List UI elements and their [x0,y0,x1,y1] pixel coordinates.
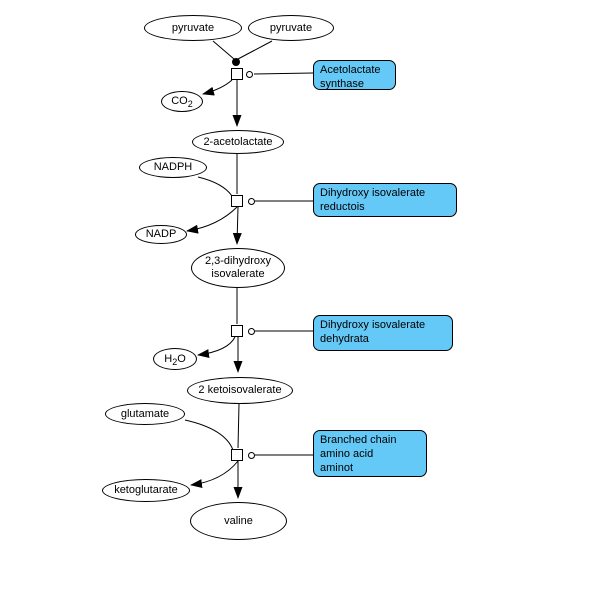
reaction1-modifier-port[interactable] [246,71,253,78]
species-nadph[interactable]: NADPH [139,157,207,178]
reaction2-modifier-port[interactable] [248,198,255,205]
species-ketoglutarate[interactable]: ketoglutarate [102,479,190,502]
species-label: NADP [145,228,177,240]
species-2-acetolactate[interactable]: 2-acetolactate [192,130,284,154]
edge-ketoisovalerate-to-reaction4 [237,403,240,449]
species-pyruvate-1[interactable]: pyruvate [144,15,242,41]
edge-pyruvate1-to-reaction1 [212,40,235,60]
h2o-o-text: O [177,352,186,365]
species-label: pyruvate [269,21,313,34]
edge-reaction2-to-nadp-arrow [186,206,238,234]
species-label: ketoglutarate [114,484,178,496]
h2o-subscript: 2 [172,356,178,367]
reaction3-node[interactable] [231,325,243,337]
edge-reaction4-to-ketoglutarate-arrow [190,460,239,489]
enzyme-dihydroxy-isovalerate-reductois[interactable]: Dihydroxy isovalerate reductois [313,183,457,217]
enzyme-label-line2: reductois [320,201,365,213]
enzyme-label-line1: Dihydroxy isovalerate [320,319,426,331]
enzyme-label-line1: Branched chain [320,434,397,446]
co2-subscript: 2 [187,99,193,110]
species-label: 2-acetolactate [203,135,273,148]
species-label-line1: 2,3-dihydroxy [204,255,272,267]
species-h2o[interactable]: H2O [153,348,197,370]
species-label: NADPH [153,161,193,173]
reaction1-junction-dot [232,58,240,66]
reaction1-node[interactable] [231,68,243,80]
species-valine[interactable]: valine [190,502,287,540]
co2-text: CO [171,95,188,107]
species-label: 2 ketoisovalerate [198,384,282,396]
species-label: valine [224,514,253,527]
reaction4-modifier-port[interactable] [248,452,255,459]
edge-reaction1-to-co2-arrow [202,79,233,96]
species-2-ketoisovalerate[interactable]: 2 ketoisovalerate [187,377,293,404]
reaction4-node[interactable] [231,449,243,461]
enzyme-label-line2: dehydrata [320,333,369,345]
species-pyruvate-2[interactable]: pyruvate [248,15,334,41]
h2o-h-text: H [164,352,173,365]
enzyme-branched-chain-aminotransferase[interactable]: Branched chain amino acid aminot [313,430,427,477]
species-label: H2O [164,352,186,367]
species-label: CO2 [171,95,193,110]
edge-reaction2-to-dihydroxy-arrow [232,206,242,245]
species-label: glutamate [120,407,170,420]
reaction3-modifier-port[interactable] [248,328,255,335]
species-nadp[interactable]: NADP [135,225,187,244]
species-label: pyruvate [171,21,215,34]
edge-reaction3-to-h2o-arrow [197,336,236,359]
enzyme-label-line1: Dihydroxy isovalerate [320,187,426,199]
enzyme-label-line3: aminot [320,462,354,474]
enzyme-dihydroxy-isovalerate-dehydrata[interactable]: Dihydroxy isovalerate dehydrata [313,315,453,351]
edge-nadph-to-reaction2 [197,176,233,197]
enzyme-label-line2: amino acid [320,448,374,460]
species-label-line2: isovalerate [211,268,265,280]
edge-pyruvate2-to-reaction1 [237,40,273,60]
enzyme-label-line2: synthase [320,78,365,90]
edge-glutamate-to-reaction4 [184,419,234,451]
enzyme-acetolactate-synthase[interactable]: Acetolactate synthase [313,60,396,90]
enzyme-label-line1: Acetolactate [320,64,381,76]
species-glutamate[interactable]: glutamate [105,403,185,425]
edge-enzyme1-link [253,72,314,75]
species-23-dihydroxy-isovalerate[interactable]: 2,3-dihydroxy isovalerate [191,248,285,288]
species-co2[interactable]: CO2 [161,91,203,112]
reaction2-node[interactable] [231,195,243,207]
